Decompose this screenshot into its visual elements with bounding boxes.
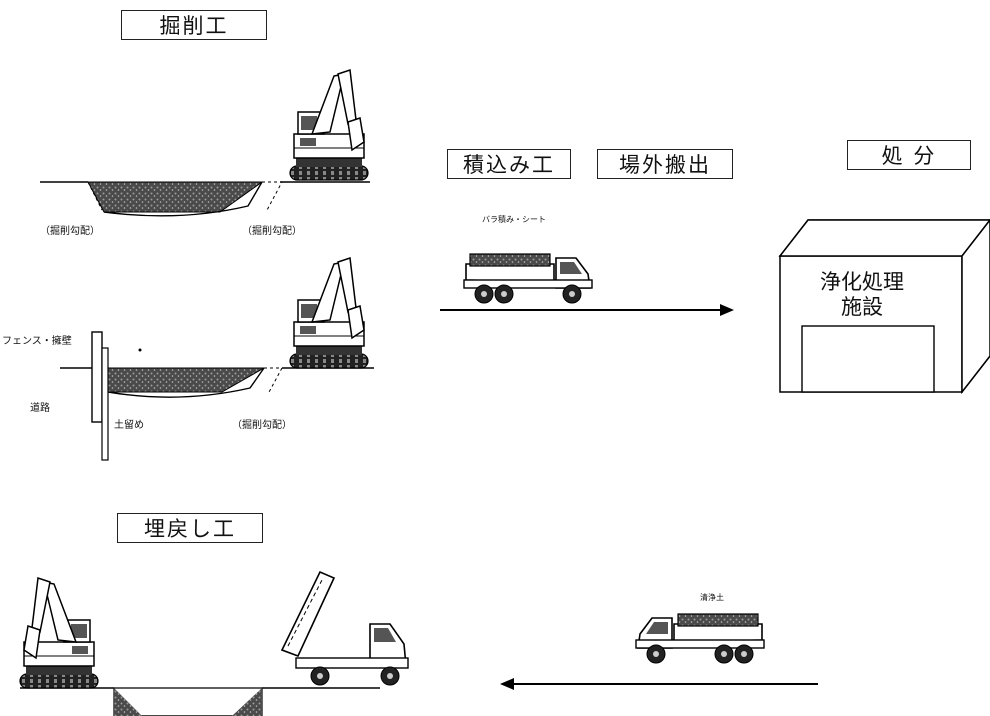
excavator-2 (289, 257, 369, 369)
arrowhead-left-icon (500, 678, 514, 690)
label-slope-right-2: （掘削勾配） (232, 420, 292, 431)
dump-truck-tipping (280, 570, 409, 686)
label-sheet: バラ積み・シート (482, 215, 546, 224)
title-loading: 積込み工 (447, 149, 571, 179)
label-road: 道路 (30, 403, 50, 414)
backfill-pit (20, 687, 380, 716)
dump-truck-clean-soil (635, 613, 765, 664)
excavator-backfill (19, 577, 99, 689)
facility-line-1: 浄化処理 (820, 270, 904, 294)
label-slope-right-1: （掘削勾配） (242, 226, 302, 237)
excavation-pit-1 (40, 181, 370, 217)
title-transport: 場外搬出 (597, 149, 733, 179)
arrowhead-right-icon (720, 304, 734, 316)
facility-label: 浄化処理 施設 (792, 270, 932, 320)
label-clean-soil: 清浄土 (700, 593, 724, 602)
label-fence: フェンス・擁壁 (2, 336, 72, 347)
facility-line-2: 施設 (841, 295, 883, 319)
title-disposal: 処 分 (847, 140, 971, 170)
excavator-1 (289, 69, 369, 181)
dump-truck-loaded (463, 253, 593, 304)
label-retaining: 土留め (114, 420, 144, 431)
title-excavation: 掘削工 (121, 10, 267, 40)
title-backfill: 埋戻し工 (117, 513, 263, 543)
label-slope-left-1: （掘削勾配） (40, 226, 100, 237)
treatment-facility (778, 218, 990, 395)
